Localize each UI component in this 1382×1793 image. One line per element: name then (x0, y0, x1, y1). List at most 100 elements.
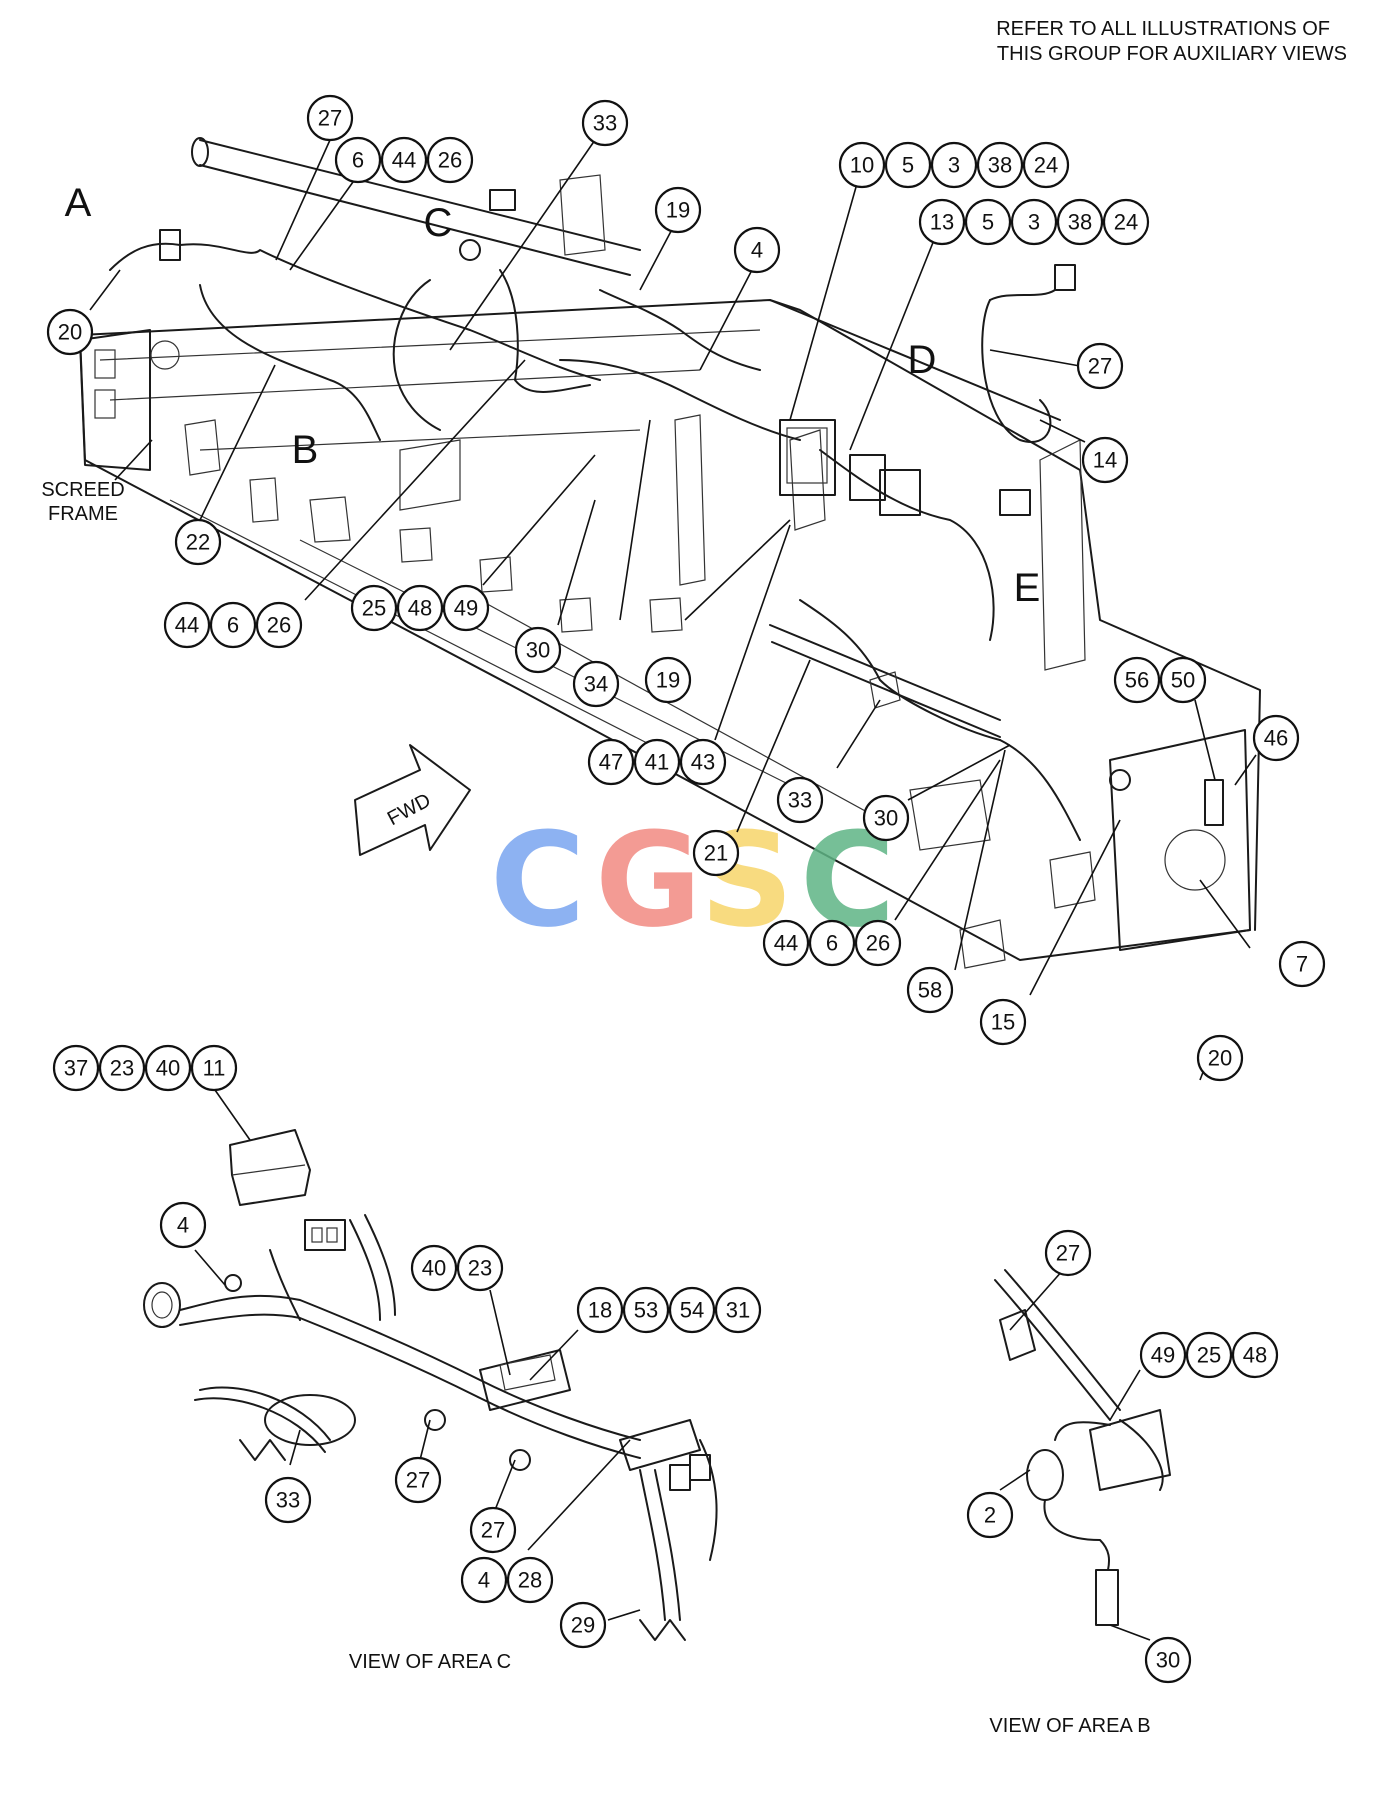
callout-5-a: 5 (884, 141, 932, 189)
callout-40-b: 40 (410, 1244, 458, 1292)
svg-text:2: 2 (984, 1503, 996, 1528)
callout-27-d: 27 (469, 1506, 517, 1554)
svg-text:27: 27 (481, 1518, 505, 1543)
svg-text:14: 14 (1093, 448, 1117, 473)
callout-4-a: 4 (733, 226, 781, 274)
callout-10: 10 (838, 141, 886, 189)
svg-text:27: 27 (1056, 1241, 1080, 1266)
view-area-b-drawing (994, 1269, 1171, 1626)
svg-text:48: 48 (1243, 1343, 1267, 1368)
svg-text:19: 19 (656, 668, 680, 693)
screed-label-line1: SCREED (41, 479, 124, 501)
svg-text:43: 43 (691, 750, 715, 775)
svg-text:40: 40 (156, 1056, 180, 1081)
screed-label-line2: FRAME (48, 503, 118, 525)
callout-2: 2 (966, 1491, 1014, 1539)
svg-text:37: 37 (64, 1056, 88, 1081)
callout-38-b: 38 (1056, 198, 1104, 246)
svg-text:4: 4 (751, 238, 763, 263)
svg-text:30: 30 (526, 638, 550, 663)
callout-4-c: 4 (460, 1556, 508, 1604)
svg-text:53: 53 (634, 1298, 658, 1323)
svg-text:49: 49 (454, 596, 478, 621)
callout-15: 15 (979, 998, 1027, 1046)
callout-27-b: 27 (1076, 342, 1124, 390)
callout-56: 56 (1113, 656, 1161, 704)
callout-21: 21 (692, 829, 740, 877)
callout-27-e: 27 (1044, 1229, 1092, 1277)
wiring-harness-main (109, 189, 1224, 841)
callout-44-b: 44 (163, 601, 211, 649)
svg-text:26: 26 (267, 613, 291, 638)
callout-5-b: 5 (964, 198, 1012, 246)
svg-text:27: 27 (1088, 354, 1112, 379)
svg-text:41: 41 (645, 750, 669, 775)
svg-text:26: 26 (438, 148, 462, 173)
svg-text:6: 6 (826, 931, 838, 956)
callout-34: 34 (572, 660, 620, 708)
callout-3-b: 3 (1010, 198, 1058, 246)
svg-text:22: 22 (186, 530, 210, 555)
callout-47: 47 (587, 738, 635, 786)
area-label-c: C (424, 201, 453, 245)
area-label-b: B (292, 428, 319, 472)
screed-frame-drawing (79, 137, 1261, 969)
forward-arrow: FWD (354, 744, 471, 856)
svg-text:6: 6 (227, 613, 239, 638)
callout-30-a: 30 (514, 626, 562, 674)
callout-30-b: 30 (862, 794, 910, 842)
svg-text:15: 15 (991, 1010, 1015, 1035)
svg-text:3: 3 (948, 153, 960, 178)
svg-text:25: 25 (362, 596, 386, 621)
svg-text:40: 40 (422, 1256, 446, 1281)
svg-text:3: 3 (1028, 210, 1040, 235)
area-label-d: D (908, 338, 937, 382)
callout-23-a: 23 (98, 1044, 146, 1092)
callout-33-c: 33 (264, 1476, 312, 1524)
view-c-label: VIEW OF AREA C (349, 1651, 511, 1673)
svg-text:56: 56 (1125, 668, 1149, 693)
callout-43: 43 (679, 738, 727, 786)
svg-text:4: 4 (177, 1213, 189, 1238)
svg-text:11: 11 (203, 1056, 226, 1081)
callout-33-a: 33 (581, 99, 629, 147)
svg-text:34: 34 (584, 672, 608, 697)
callout-6-a: 6 (334, 136, 382, 184)
callout-54: 54 (668, 1286, 716, 1334)
callout-24-b: 24 (1102, 198, 1150, 246)
callout-27-c: 27 (394, 1456, 442, 1504)
svg-text:20: 20 (58, 320, 82, 345)
area-label-e: E (1014, 566, 1041, 610)
callout-49-a: 49 (442, 584, 490, 632)
fwd-label: FWD (384, 789, 435, 830)
callout-53: 53 (622, 1286, 670, 1334)
svg-text:24: 24 (1034, 153, 1058, 178)
callout-46: 46 (1252, 714, 1300, 762)
watermark-letter-g: G (595, 804, 702, 956)
callout-20-b: 20 (1196, 1034, 1244, 1082)
svg-text:49: 49 (1151, 1343, 1175, 1368)
area-label-a: A (65, 181, 92, 225)
callout-6-c: 6 (808, 919, 856, 967)
callout-26-a: 26 (426, 136, 474, 184)
callout-29: 29 (559, 1601, 607, 1649)
callout-20-a: 20 (46, 308, 94, 356)
callout-11: 11 (190, 1044, 238, 1092)
callout-7: 7 (1278, 940, 1326, 988)
svg-text:4: 4 (478, 1568, 490, 1593)
svg-text:23: 23 (110, 1056, 134, 1081)
svg-text:30: 30 (874, 806, 898, 831)
callout-23-b: 23 (456, 1244, 504, 1292)
callout-31: 31 (714, 1286, 762, 1334)
svg-text:18: 18 (588, 1298, 612, 1323)
svg-text:50: 50 (1171, 668, 1195, 693)
svg-text:29: 29 (571, 1613, 595, 1638)
callout-18: 18 (576, 1286, 624, 1334)
callout-49-b: 49 (1139, 1331, 1187, 1379)
svg-text:26: 26 (866, 931, 890, 956)
view-b-label: VIEW OF AREA B (989, 1715, 1150, 1737)
callout-24-a: 24 (1022, 141, 1070, 189)
svg-text:47: 47 (599, 750, 623, 775)
svg-text:54: 54 (680, 1298, 704, 1323)
svg-text:20: 20 (1208, 1046, 1232, 1071)
